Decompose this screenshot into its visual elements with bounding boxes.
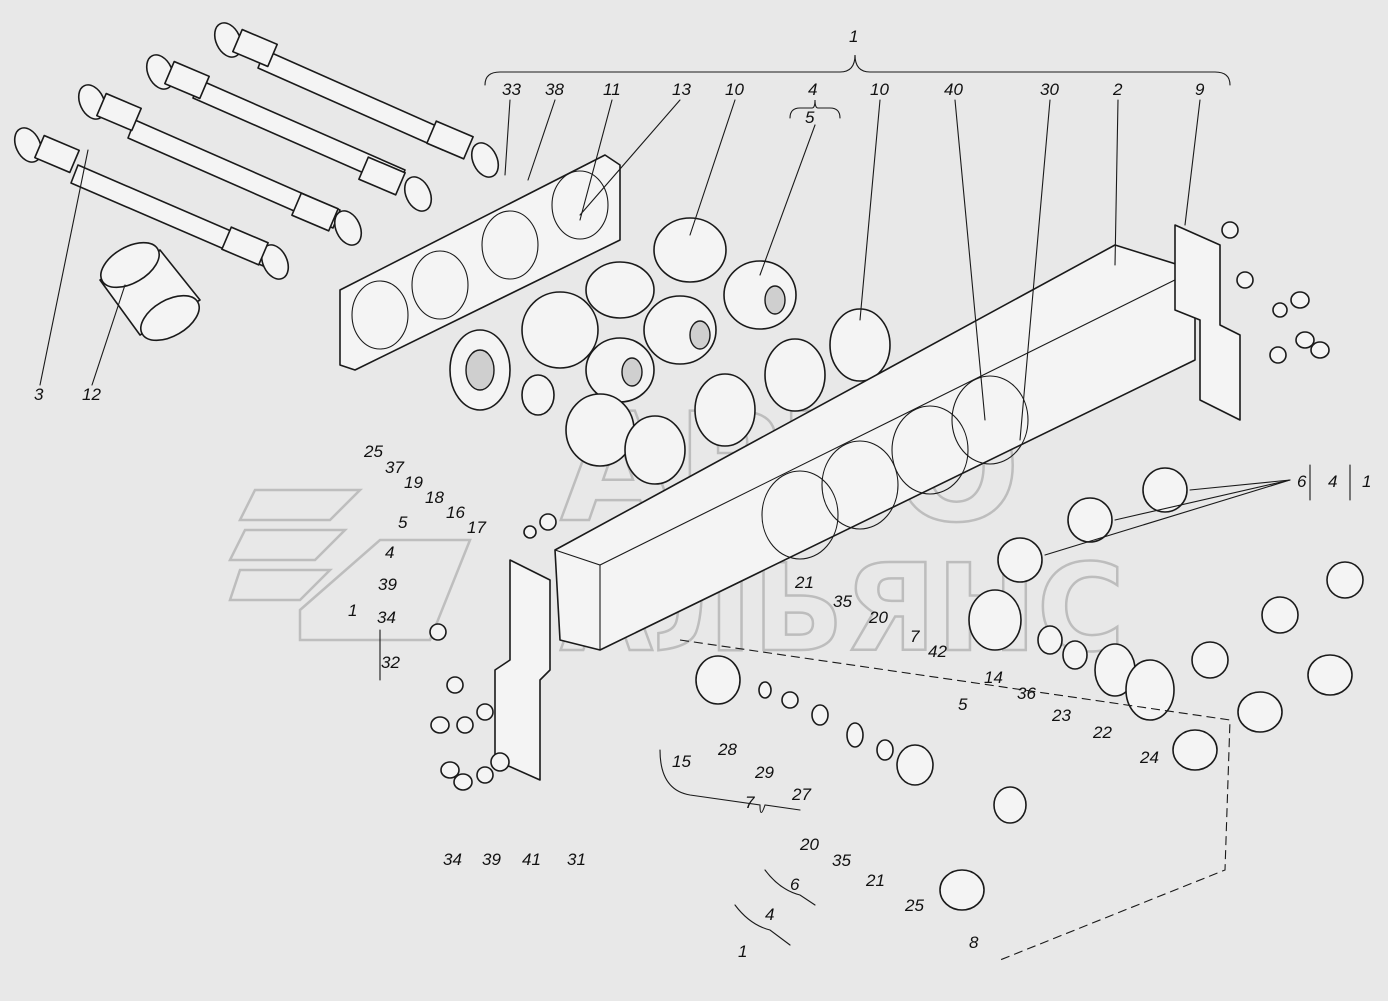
callout-11: 11 [603,80,621,99]
beam-2 [554,244,1196,651]
watermark-logo [227,488,472,642]
callout-3: 3 [34,385,44,404]
callout-34-b: 34 [443,850,462,869]
braces [379,54,1351,946]
callout-39-a: 39 [378,575,397,594]
callout-23: 23 [1051,706,1071,725]
callout-22: 22 [1092,723,1112,742]
callout-16: 16 [446,503,465,522]
hoses [13,22,500,280]
fasteners-left [429,221,1330,791]
callout-36: 36 [1017,684,1036,703]
callout-30: 30 [1040,80,1059,99]
callout-41: 41 [522,850,541,869]
callout-31: 31 [567,850,586,869]
hose-4 [213,22,500,178]
callout-4-left: 4 [385,543,394,562]
callout-8: 8 [969,933,979,952]
callout-7-a: 7 [910,627,920,646]
callout-1-bottom: 1 [738,942,747,961]
callout-24: 24 [1139,748,1159,767]
lower-parts [695,655,1027,911]
callout-25-b: 25 [904,896,924,915]
callout-40: 40 [944,80,963,99]
callout-35-a: 35 [833,592,852,611]
callout-29: 29 [754,763,774,782]
bracket-9 [1174,224,1241,421]
callout-10-a: 10 [725,80,744,99]
callout-14: 14 [984,668,1003,687]
callout-25-a: 25 [363,442,383,461]
callout-4-bottom: 4 [765,905,774,924]
callout-15: 15 [672,752,691,771]
callout-17: 17 [467,518,486,537]
callout-18: 18 [425,488,444,507]
callout-1-top: 1 [849,27,858,46]
callout-27: 27 [791,785,811,804]
callout-39-b: 39 [482,850,501,869]
callout-4-top: 4 [808,80,817,99]
callout-20-b: 20 [799,835,819,854]
callout-37: 37 [385,458,404,477]
callout-35-b: 35 [832,851,851,870]
callout-labels: 1 33 38 11 13 10 4 5 10 40 30 2 9 3 12 2… [34,27,1371,961]
sleeve-12 [99,241,201,342]
callout-21-b: 21 [865,871,885,890]
callout-2: 2 [1112,80,1123,99]
right-couplings [968,467,1364,771]
callout-42: 42 [928,642,947,661]
plate-11 [339,154,621,371]
callout-7-b: 7 [745,793,755,812]
callout-28: 28 [717,740,737,759]
hose-2 [77,84,363,246]
callout-6-right: 6 [1297,472,1307,491]
callout-32: 32 [381,653,400,672]
callout-20-a: 20 [868,608,888,627]
callout-21-a: 21 [794,573,814,592]
leader-lines [39,99,1291,961]
callout-1-left: 1 [348,601,357,620]
bracket-left [494,559,551,781]
couplings [449,217,891,485]
hose-3 [145,54,433,212]
callout-13: 13 [672,80,691,99]
callout-5-top: 5 [805,108,815,127]
callout-34-a: 34 [377,608,396,627]
callout-4-right: 4 [1328,472,1337,491]
callout-33: 33 [502,80,521,99]
hose-1 [13,127,290,280]
callout-19: 19 [404,473,423,492]
callout-9: 9 [1195,80,1205,99]
callout-1-right: 1 [1362,472,1371,491]
callout-38: 38 [545,80,564,99]
callout-6-bottom: 6 [790,875,800,894]
callout-10-b: 10 [870,80,889,99]
callout-5-mid: 5 [958,695,968,714]
callout-5-left: 5 [398,513,408,532]
callout-12: 12 [82,385,101,404]
